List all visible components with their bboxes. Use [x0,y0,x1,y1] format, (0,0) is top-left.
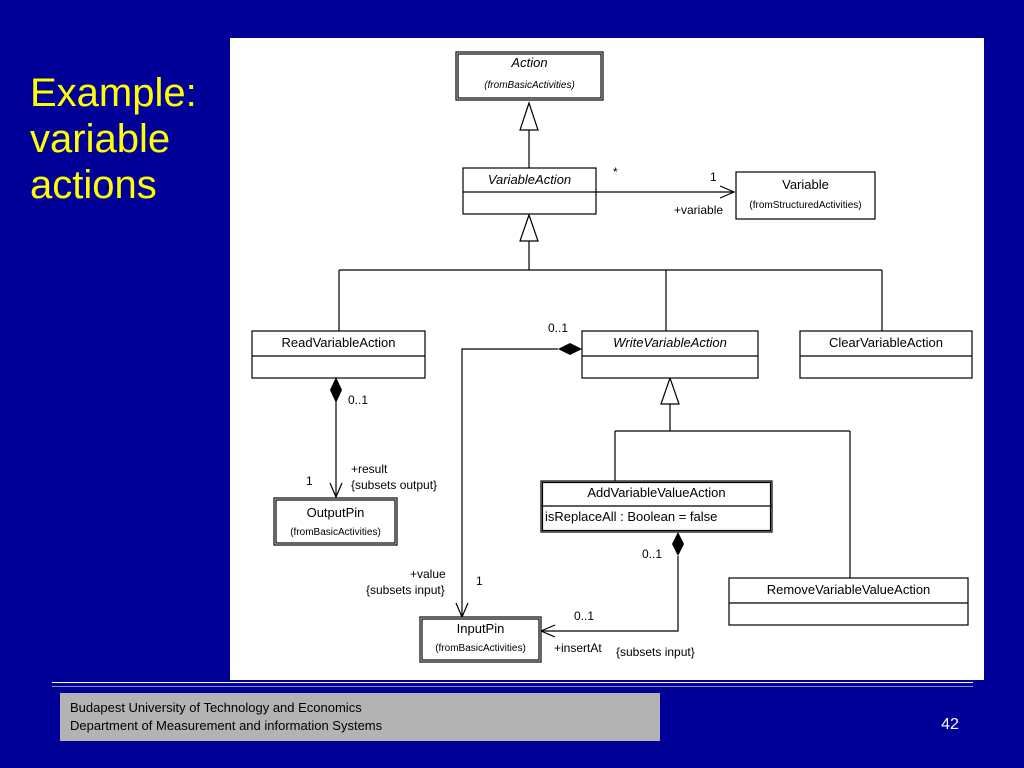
class-variable-name: Variable [782,177,829,192]
class-add-variable-value-action-name: AddVariableValueAction [587,485,725,500]
label-insert-role: +insertAt [554,641,602,655]
uml-diagram-canvas: Action (fromBasicActivities) VariableAct… [251,51,973,663]
add-composition-diamond [672,532,684,556]
label-write-mult: 0..1 [548,321,568,335]
footer-institution: Budapest University of Technology and Ec… [60,693,660,741]
write-composition-diamond [558,343,582,355]
class-action-name: Action [510,55,547,70]
variable-action-generalization-tree [338,215,883,331]
class-input-pin-package: (fromBasicActivities) [435,643,526,654]
label-insert-subsets: {subsets input} [616,645,695,659]
label-add-mult: 0..1 [642,547,662,561]
label-output-one: 1 [306,474,313,488]
class-remove-variable-value-action: RemoveVariableValueAction [728,577,969,626]
label-read-mult: 0..1 [348,393,368,407]
class-variable-action: VariableAction [462,167,597,215]
class-write-variable-action-name: WriteVariableAction [613,335,727,350]
footer-divider [52,682,973,683]
label-va-star: * [613,165,618,179]
class-variable-action-name: VariableAction [488,172,571,187]
class-read-variable-action-name: ReadVariableAction [282,335,396,350]
footer-department: Department of Measurement and informatio… [70,718,383,733]
class-action-package: (fromBasicActivities) [484,80,575,91]
result-arrowhead [329,482,343,499]
slide-title-line-1: Example: [30,71,197,115]
footer-divider-shadow [52,686,973,687]
variable-association-arrowhead [719,185,736,199]
slide-title-line-3: actions [30,163,157,207]
label-result-subsets: {subsets output} [351,478,437,492]
class-remove-variable-value-action-name: RemoveVariableValueAction [767,582,931,597]
class-input-pin-name: InputPin [457,621,505,636]
page-number: 42 [941,716,959,733]
class-clear-variable-action: ClearVariableAction [799,330,973,379]
label-value-role: +value [410,567,446,581]
class-output-pin-name: OutputPin [307,505,365,520]
class-clear-variable-action-name: ClearVariableAction [829,335,943,350]
class-read-variable-action: ReadVariableAction [251,330,426,379]
label-value-subsets: {subsets input} [366,583,445,597]
label-plus-variable: +variable [674,203,723,217]
action-generalization-arrowhead [519,101,539,131]
slide-title: Example: variable actions [30,70,230,208]
label-value-one: 1 [476,574,483,588]
class-write-variable-action: WriteVariableAction [581,330,759,379]
class-output-pin-package: (fromBasicActivities) [290,527,381,538]
label-result-role: +result [351,462,388,476]
label-insert-mult: 0..1 [574,609,594,623]
class-add-variable-value-action-attribute: isReplaceAll : Boolean = false [545,509,717,524]
read-composition-diamond [330,377,342,403]
value-composition-line [461,348,558,617]
label-var-one: 1 [710,170,717,184]
footer-university: Budapest University of Technology and Ec… [70,700,362,715]
class-add-variable-value-action: AddVariableValueAction isReplaceAll : Bo… [540,480,773,533]
class-input-pin: InputPin (fromBasicActivities) [419,616,542,663]
variable-action-generalization-arrowhead [519,213,539,242]
class-output-pin: OutputPin (fromBasicActivities) [273,497,398,546]
class-variable-package: (fromStructuredActivities) [749,200,861,211]
insert-composition-line [541,556,679,632]
class-action: Action (fromBasicActivities) [455,51,604,101]
uml-class-diagram: Action (fromBasicActivities) VariableAct… [230,38,984,680]
write-variable-action-generalization-arrowhead [660,376,680,405]
slide-title-line-2: variable [30,117,171,161]
class-variable: Variable (fromStructuredActivities) [735,171,876,220]
